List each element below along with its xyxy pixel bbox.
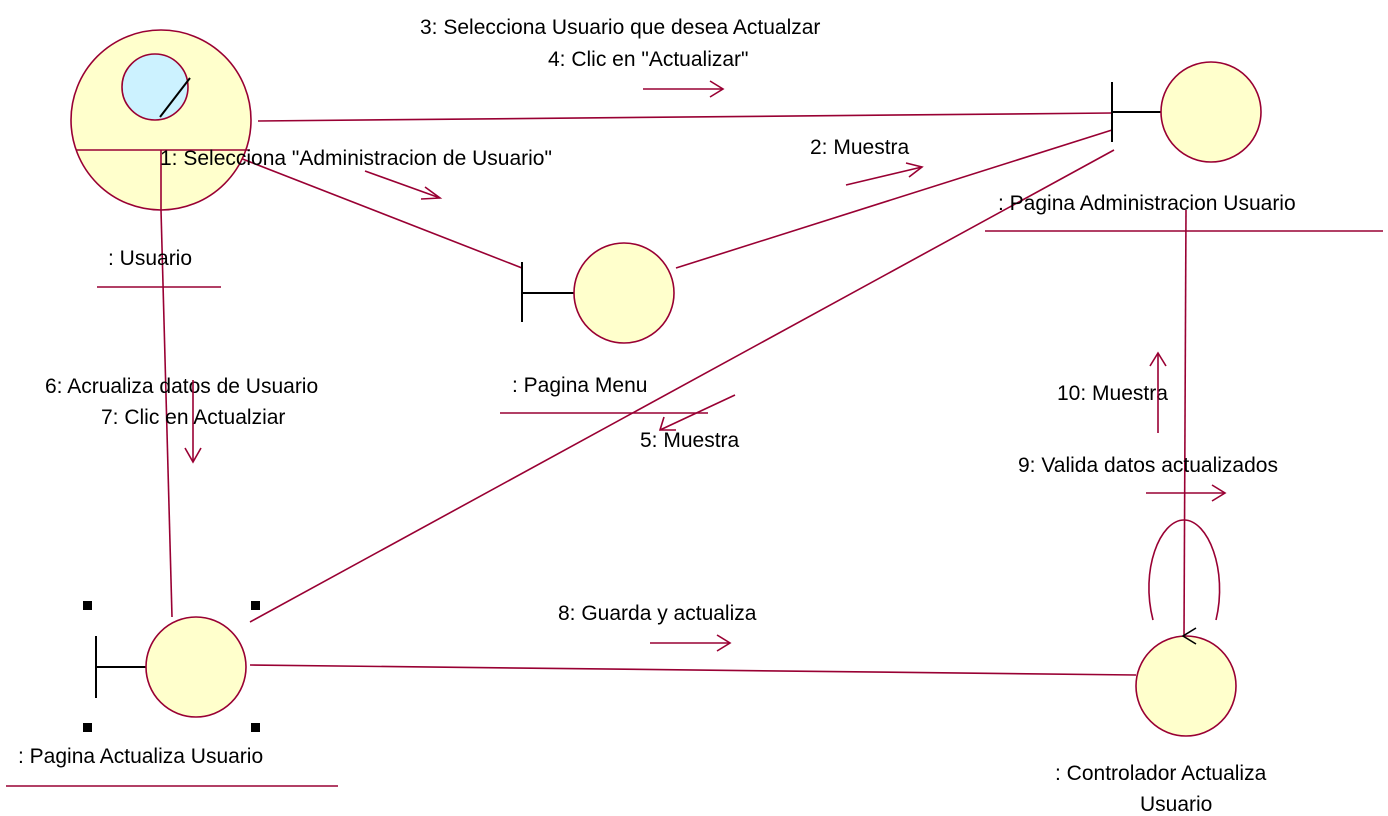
- boundary-pagina-menu[interactable]: [521, 242, 675, 344]
- boundary-pagina-administracion[interactable]: [1111, 61, 1262, 163]
- control-controlador-actualiza[interactable]: [1135, 627, 1237, 737]
- actor-inner-circle: [121, 53, 189, 121]
- label-controlador-line1: : Controlador Actualiza: [1055, 762, 1267, 785]
- control-arrowhead: [1181, 627, 1197, 645]
- label-controlador-line2: Usuario: [1140, 793, 1212, 816]
- message-2-arrow: [845, 162, 924, 186]
- message-5-label: 5: Muestra: [640, 429, 740, 452]
- link-usuario-actualiza[interactable]: [160, 209, 173, 618]
- link-menu-admin[interactable]: [675, 129, 1113, 269]
- message-10-label: 10: Muestra: [1057, 382, 1168, 405]
- selection-handle[interactable]: [251, 723, 260, 732]
- message-10-arrow: [1149, 351, 1167, 433]
- selection-handle[interactable]: [83, 723, 92, 732]
- label-actor-usuario: : Usuario: [108, 247, 192, 270]
- link-usuario-admin[interactable]: [257, 112, 1113, 122]
- boundary-circle: [1160, 61, 1262, 163]
- self-link-controller[interactable]: [1148, 519, 1221, 621]
- message-6-arrow: [184, 380, 202, 464]
- message-8-arrow: [650, 634, 732, 652]
- selection-handle[interactable]: [83, 601, 92, 610]
- boundary-pagina-actualiza[interactable]: [83, 601, 260, 732]
- message-5-arrow: [658, 394, 736, 431]
- message-9-arrow: [1146, 484, 1227, 502]
- actor-needle: [159, 77, 191, 118]
- message-1-label: 1: Selecciona "Administracion de Usuario…: [160, 147, 552, 170]
- link-admin-controller[interactable]: [1183, 209, 1187, 637]
- message-3-arrow: [643, 80, 725, 98]
- message-8-label: 8: Guarda y actualiza: [558, 602, 757, 625]
- message-4-label: 4: Clic en "Actualizar": [548, 48, 748, 71]
- link-actualiza-controller[interactable]: [249, 664, 1137, 676]
- boundary-circle: [145, 616, 247, 718]
- label-pagina-actualiza: : Pagina Actualiza Usuario: [18, 745, 263, 768]
- message-6-label: 6: Acrualiza datos de Usuario: [45, 375, 318, 398]
- label-pagina-menu: : Pagina Menu: [512, 374, 647, 397]
- actor-usuario[interactable]: [70, 29, 252, 211]
- message-1-arrow: [364, 170, 443, 200]
- boundary-circle: [573, 242, 675, 344]
- message-2-label: 2: Muestra: [810, 136, 910, 159]
- label-pagina-administracion: : Pagina Administracion Usuario: [998, 192, 1296, 215]
- link-usuario-menu[interactable]: [239, 157, 523, 269]
- message-3-label: 3: Selecciona Usuario que desea Actualza…: [420, 16, 820, 39]
- link-actualiza-admin[interactable]: [249, 149, 1115, 623]
- control-circle: [1135, 635, 1237, 737]
- message-9-label: 9: Valida datos actualizados: [1018, 454, 1278, 477]
- selection-handle[interactable]: [251, 601, 260, 610]
